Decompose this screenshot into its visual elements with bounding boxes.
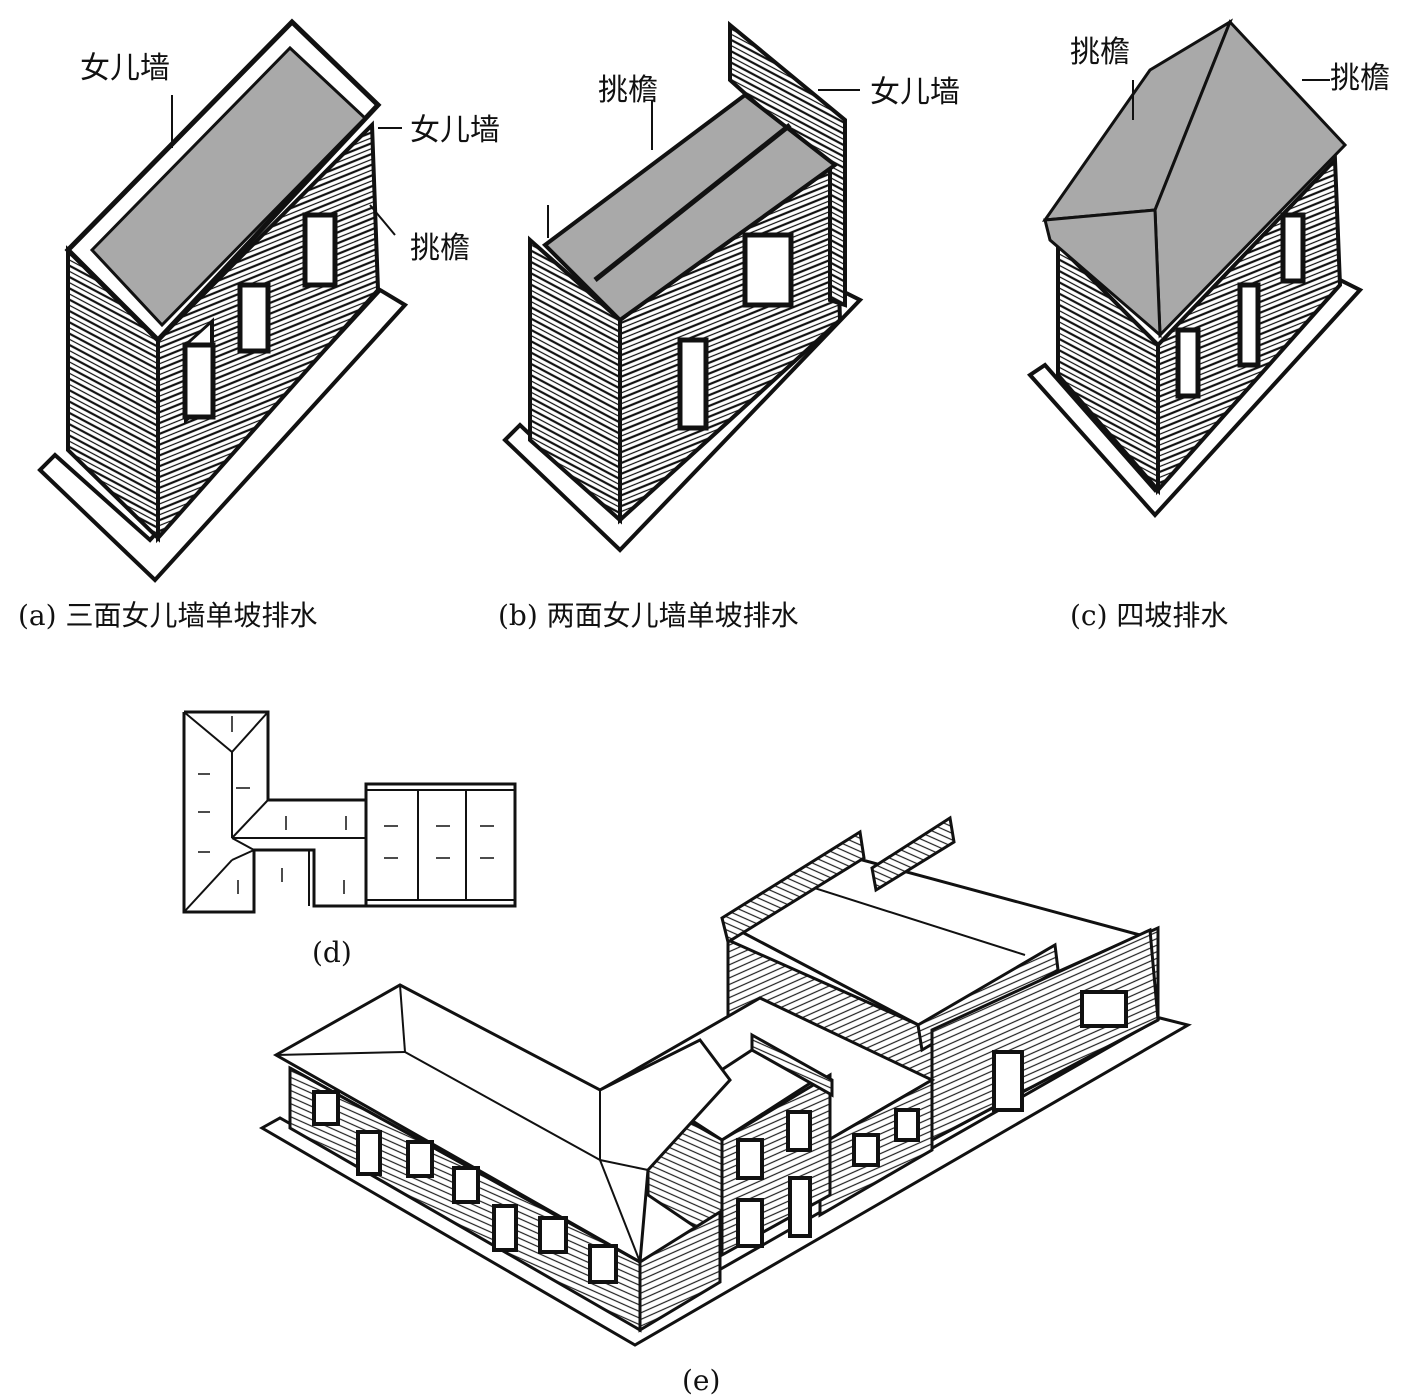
window [1080, 990, 1128, 1028]
label-eave-right: 挑檐 [1330, 61, 1390, 96]
window [406, 1140, 434, 1178]
label-eave: 挑檐 [598, 73, 658, 108]
caption-a: (a) 三面女儿墙单坡排水 [18, 599, 317, 632]
label-parapet: 女儿墙 [870, 75, 960, 110]
caption-b: (b) 两面女儿墙单坡排水 [498, 599, 799, 632]
door [677, 337, 709, 431]
window [894, 1108, 920, 1142]
figure-d-roof-plan: (d) [182, 710, 517, 969]
window [786, 1110, 812, 1152]
caption-d: (d) [312, 936, 352, 969]
tower-parapet [750, 1032, 834, 1098]
window [182, 342, 216, 420]
base-slab [258, 1016, 1192, 1347]
roof-surface [89, 45, 368, 328]
plan-outline [182, 710, 517, 914]
hip-roof-side [1043, 208, 1162, 339]
parapet [720, 829, 866, 945]
label-eave: 挑檐 [410, 231, 470, 266]
parapet [870, 815, 956, 893]
window [237, 282, 271, 354]
door [1237, 282, 1261, 368]
leader-line [369, 204, 396, 236]
label-eave-left: 挑檐 [1070, 35, 1130, 70]
label-parapet-top: 女儿墙 [80, 51, 170, 86]
window [302, 212, 338, 288]
l-wing-hip-roof [272, 983, 732, 1265]
label-parapet-side: 女儿墙 [410, 113, 500, 148]
window [588, 1244, 618, 1284]
roof-ridge [593, 123, 792, 282]
door [356, 1130, 382, 1176]
window [736, 1198, 764, 1248]
door [992, 1050, 1024, 1112]
door [492, 1204, 518, 1252]
window [1175, 327, 1201, 399]
door [788, 1176, 812, 1238]
window [736, 1138, 764, 1180]
caption-e: (e) [682, 1364, 720, 1397]
window [1280, 212, 1306, 284]
window [538, 1216, 568, 1254]
figure-e-complex-building: (e) [258, 815, 1192, 1397]
l-wing-corner-wall [638, 1209, 722, 1333]
figure-a-three-parapet-single-slope: 女儿墙 女儿墙 挑檐 (a) 三面女儿墙单坡排水 [18, 18, 500, 632]
window [742, 232, 794, 308]
window [852, 1133, 880, 1167]
window [312, 1090, 340, 1126]
window [452, 1166, 480, 1204]
figure-b-two-parapet-single-slope: 挑檐 女儿墙 (b) 两面女儿墙单坡排水 [498, 20, 960, 632]
gable-parapet [728, 20, 847, 308]
drain-arrows [198, 716, 494, 894]
caption-c: (c) 四坡排水 [1070, 599, 1228, 632]
figure-c-four-slope-drainage: 挑檐 挑檐 (c) 四坡排水 [1026, 18, 1390, 632]
